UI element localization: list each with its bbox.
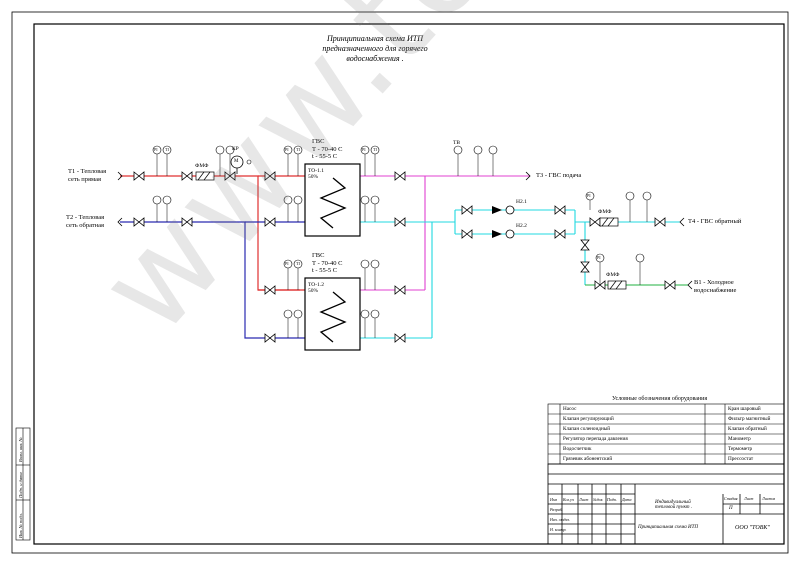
pipe-t3-hot <box>358 175 530 291</box>
label-b1: В1 - Холодное водоснабжение <box>694 279 736 294</box>
label-t2-line-1: Т2 - Тепловая <box>66 214 105 221</box>
pipe-arrows <box>117 171 693 290</box>
label-b1-line-2: водоснабжение <box>694 286 737 294</box>
tb-row-nkontr: Н. контр. <box>550 527 567 532</box>
gauge-pi: PI <box>285 261 289 266</box>
label-pump-n22: Н2.2 <box>516 223 527 229</box>
label-t2: Т2 - Тепловая сеть обратная <box>66 214 104 229</box>
side-inv-no: Инв. № подл. <box>18 513 23 538</box>
gauge-ti: TI <box>296 147 300 152</box>
legend-item: Клапан регулирующий <box>563 416 614 422</box>
title-line-2: предназначенного для горячего <box>322 44 428 53</box>
pumps <box>492 205 515 239</box>
label-t1-line-2: сеть прямая <box>68 175 101 183</box>
label-gvs-2: ГВС Т - 70-40 С t - 55-5 С <box>312 252 343 275</box>
legend-item: Насос <box>563 406 577 412</box>
tb-head-list: Лист <box>579 497 589 502</box>
gvs-1-line-1: ГВС <box>312 138 325 145</box>
legend-item: Грязевик абонентский <box>563 456 613 462</box>
legend-item: Прессостат <box>728 456 754 462</box>
tb-head-izm: Изм <box>550 497 557 502</box>
legend-item: Клапан соленоидный <box>563 426 610 432</box>
label-to-1: ТО-1.1 50% <box>308 168 324 180</box>
label-t1: Т1 - Тепловая сеть прямая <box>68 168 106 183</box>
gauge-pi: PI <box>587 193 591 198</box>
to-1-line-1: ТО-1.1 <box>308 168 324 174</box>
tb-unit-line-1: Индивидуальный <box>655 500 691 505</box>
gauge-pi: PI <box>285 147 289 152</box>
outer-frame <box>11 11 789 554</box>
gauge-ti: TI <box>296 261 300 266</box>
tb-row-nach: Нач. отдел. <box>550 517 571 522</box>
label-fmf-2: ФМФ <box>598 209 612 215</box>
legend-item: Водосчетчик <box>563 446 592 452</box>
title-block <box>547 463 785 545</box>
label-t3: Т3 - ГВС подача <box>536 172 582 179</box>
label-fmf-3: ФМФ <box>606 272 620 278</box>
legend-item: Регулятор перепада давления <box>563 436 628 442</box>
legend-item: Термометр <box>728 446 753 452</box>
valves <box>133 171 676 343</box>
control-valve-motor <box>230 155 252 174</box>
to-1-line-2: 50% <box>308 174 319 180</box>
tb-head-podp: Подп. <box>607 497 617 502</box>
label-b1-line-1: В1 - Холодное <box>694 279 734 286</box>
legend-item: Фильтр магнитный <box>728 416 771 422</box>
legend-box <box>547 403 785 465</box>
tb-head-kol: Кол.уч <box>563 497 574 502</box>
legend-item: Клапан обратный <box>728 426 767 432</box>
label-tv: ТВ <box>453 140 461 146</box>
label-to-2: ТО-1.2 50% <box>308 282 324 294</box>
diagram-title: Принципиальная схема ИТП предназначенног… <box>290 34 460 64</box>
to-2-line-2: 50% <box>308 288 319 294</box>
gvs-2-line-1: ГВС <box>312 252 325 259</box>
gauge-pi: PI <box>154 147 158 152</box>
title-line-3: водоснабжения . <box>346 54 404 63</box>
tb-unit-line-2: тепловой пункт . <box>655 505 693 510</box>
gvs-2-line-2: Т - 70-40 С <box>312 259 343 267</box>
title-line-1: Принципиальная схема ИТП <box>326 34 424 43</box>
label-motor: М <box>234 159 239 164</box>
gvs-1-line-3: t - 55-5 С <box>312 153 338 160</box>
tb-unit: Индивидуальный тепловой пункт . <box>655 500 692 510</box>
label-fmf-1: ФМФ <box>195 163 209 169</box>
side-replace-inv: Взам. инв. № <box>18 437 23 462</box>
tb-head-date: Дата <box>622 497 632 502</box>
gauge-stems <box>156 154 648 338</box>
tb-list-head: Лист <box>744 496 754 501</box>
label-pump-n21: Н2.1 <box>516 199 527 205</box>
tb-head-doc: №док <box>593 497 603 502</box>
label-t1-line-1: Т1 - Тепловая <box>68 168 107 175</box>
heat-exchanger-2 <box>304 277 361 351</box>
gauge-pi: PI <box>362 147 366 152</box>
tb-scheme-name: Принципиальная схема ИТП <box>638 525 699 530</box>
label-kr: КР <box>232 146 239 152</box>
label-gvs-1: ГВС Т - 70-40 С t - 55-5 С <box>312 138 343 161</box>
side-sign-date: Подп. и дата <box>18 472 23 498</box>
side-stamp <box>15 427 31 541</box>
gauge-pi: PI <box>597 255 601 260</box>
heat-exchanger-1 <box>304 163 361 237</box>
tb-row-razrab: Разраб. <box>550 507 563 512</box>
legend-item: Манометр <box>728 436 751 442</box>
tb-listov-head: Листов <box>762 496 776 501</box>
pipe-t4-circ <box>358 209 680 339</box>
tb-stage-head: Стадия <box>724 496 738 501</box>
magnetic-filters <box>195 171 627 290</box>
label-t4: Т4 - ГВС обратный <box>688 218 742 225</box>
inner-frame <box>33 23 785 545</box>
legend-item: Кран шаровый <box>728 406 761 412</box>
gauge-ti: TI <box>165 147 169 152</box>
legend-title: Условные обозначения оборудования <box>612 396 708 402</box>
tb-stage: П <box>729 506 733 511</box>
gauge-ti: TI <box>373 147 377 152</box>
gvs-1-line-2: Т - 70-40 С <box>312 145 343 153</box>
to-2-line-1: ТО-1.2 <box>308 282 324 288</box>
label-t2-line-2: сеть обратная <box>66 221 104 229</box>
gvs-2-line-3: t - 55-5 С <box>312 267 338 274</box>
tb-organization: ООО "ТОВК" <box>735 525 770 531</box>
